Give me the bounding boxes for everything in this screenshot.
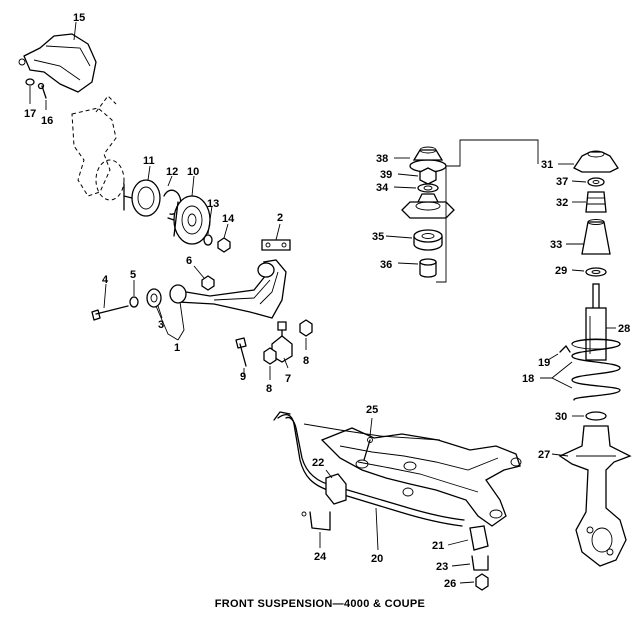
bump-stop-part (572, 191, 607, 213)
callout-23: 23 (436, 561, 448, 573)
callout-18: 18 (522, 373, 534, 385)
strut-housing-part (551, 425, 632, 567)
callout-26: 26 (444, 578, 456, 590)
callout-4: 4 (102, 274, 109, 286)
callout-39: 39 (380, 169, 392, 181)
callout-12: 12 (166, 166, 178, 178)
callout-13: 13 (207, 198, 219, 210)
callout-32: 32 (556, 197, 568, 209)
callout-7: 7 (285, 373, 291, 385)
spring-seat-lower-part (572, 411, 607, 421)
callout-34: 34 (376, 182, 389, 194)
washer-part (203, 205, 213, 246)
callout-24: 24 (314, 551, 327, 563)
arm-bolt-part (91, 283, 129, 321)
callout-labels: 15 17 16 11 12 10 13 14 2 6 4 5 3 1 8 9 … (24, 12, 630, 590)
nut-washer-top-part (571, 177, 605, 187)
stabilizer-bar-part (273, 411, 465, 551)
splash-shield-part (18, 21, 97, 93)
callout-22: 22 (312, 457, 324, 469)
callout-19: 19 (538, 357, 550, 369)
callout-30: 30 (555, 411, 567, 423)
mount-washer-part (393, 183, 439, 193)
strut-mount-part (394, 146, 447, 173)
callout-29: 29 (555, 265, 567, 277)
arm-nut-part (193, 265, 215, 291)
pinch-bolt-part (235, 337, 247, 376)
callout-8-upper: 8 (303, 355, 309, 367)
callout-25: 25 (366, 404, 378, 416)
callout-2: 2 (277, 212, 283, 224)
nut-part (299, 319, 313, 350)
diagram-caption: FRONT SUSPENSION—4000 & COUPE (214, 598, 426, 610)
coil-spring-part (540, 338, 621, 401)
callout-10: 10 (187, 166, 199, 178)
ball-joint-part (271, 321, 293, 369)
callout-15: 15 (73, 12, 85, 24)
knuckle-dashed-part (71, 95, 125, 201)
callout-31: 31 (541, 159, 553, 171)
bracket-part (261, 223, 291, 251)
callout-5: 5 (130, 269, 136, 281)
callout-6: 6 (186, 255, 192, 267)
axle-nut-part (217, 223, 231, 253)
spring-seat-part (401, 193, 455, 219)
callout-9: 9 (240, 371, 246, 383)
leader-lines-arm (155, 301, 185, 341)
link-bushing-part (447, 525, 489, 551)
stabilizer-bushing-part (325, 469, 347, 505)
callout-14: 14 (222, 213, 235, 225)
callout-28: 28 (618, 323, 630, 335)
callout-1: 1 (174, 342, 180, 354)
bushing-part (146, 288, 163, 319)
nut-part-lower (263, 347, 277, 380)
arm-washer-part (129, 280, 139, 308)
shock-absorber-part (585, 283, 616, 361)
callout-38: 38 (376, 153, 388, 165)
subframe-part (303, 423, 522, 527)
bolt-washer-part (25, 78, 47, 110)
stop-bumper-part (397, 258, 437, 278)
mount-nut-part (397, 167, 437, 185)
callout-36: 36 (380, 259, 392, 271)
strut-washer-part (571, 267, 607, 277)
subframe-bolt-part (363, 417, 373, 461)
upper-mount-part (558, 150, 619, 173)
stabilizer-clamp-part (301, 511, 331, 548)
callout-17: 17 (24, 108, 36, 120)
wheel-bearing-part (123, 165, 161, 217)
control-arm-part (169, 259, 287, 319)
callout-3: 3 (158, 319, 164, 331)
dust-boot-part (566, 219, 611, 255)
callout-16: 16 (41, 115, 53, 127)
callout-11: 11 (143, 155, 155, 167)
callout-27: 27 (538, 449, 550, 461)
callout-33: 33 (550, 239, 562, 251)
callout-20: 20 (371, 553, 383, 565)
bearing-part (385, 229, 443, 251)
link-nut-part (459, 573, 489, 591)
callout-8-lower: 8 (266, 383, 272, 395)
wheel-hub-part (167, 175, 211, 245)
callout-35: 35 (372, 231, 384, 243)
callout-21: 21 (432, 540, 444, 552)
clip-part (547, 345, 571, 361)
exploded-bracket-line (436, 139, 539, 283)
link-clamp-part (451, 555, 489, 571)
callout-37: 37 (556, 176, 568, 188)
